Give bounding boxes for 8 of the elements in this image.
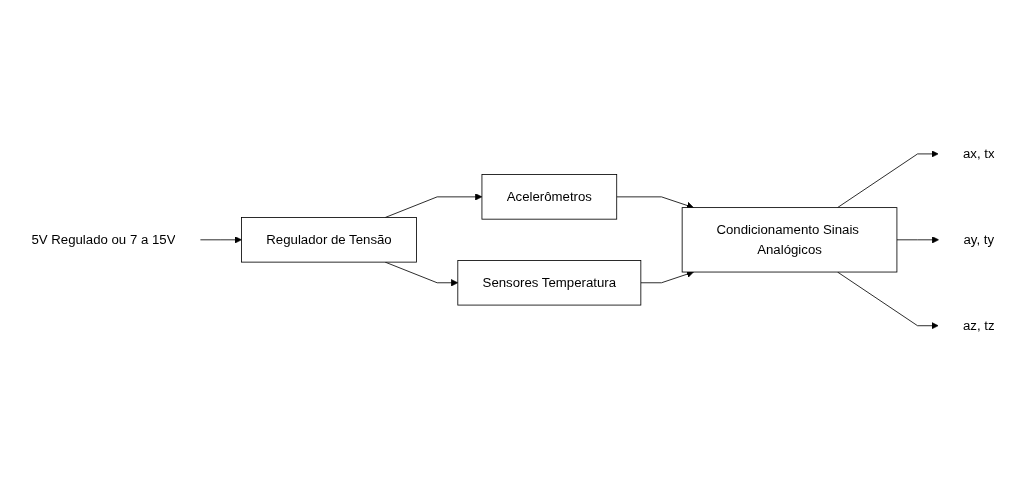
node-text: 5V Regulado ou 7 a 15V — [31, 232, 176, 247]
node-box: Regulador de Tensão — [241, 216, 417, 263]
node-box: Condicionamento Sinais Analógicos — [681, 206, 898, 273]
node-text: ax, tx — [963, 146, 995, 161]
node-box: Sensores Temperatura — [457, 259, 642, 306]
node-box: Acelerômetros — [481, 173, 618, 220]
node-text: az, tz — [963, 317, 995, 333]
node-text: ay, ty — [963, 232, 995, 247]
